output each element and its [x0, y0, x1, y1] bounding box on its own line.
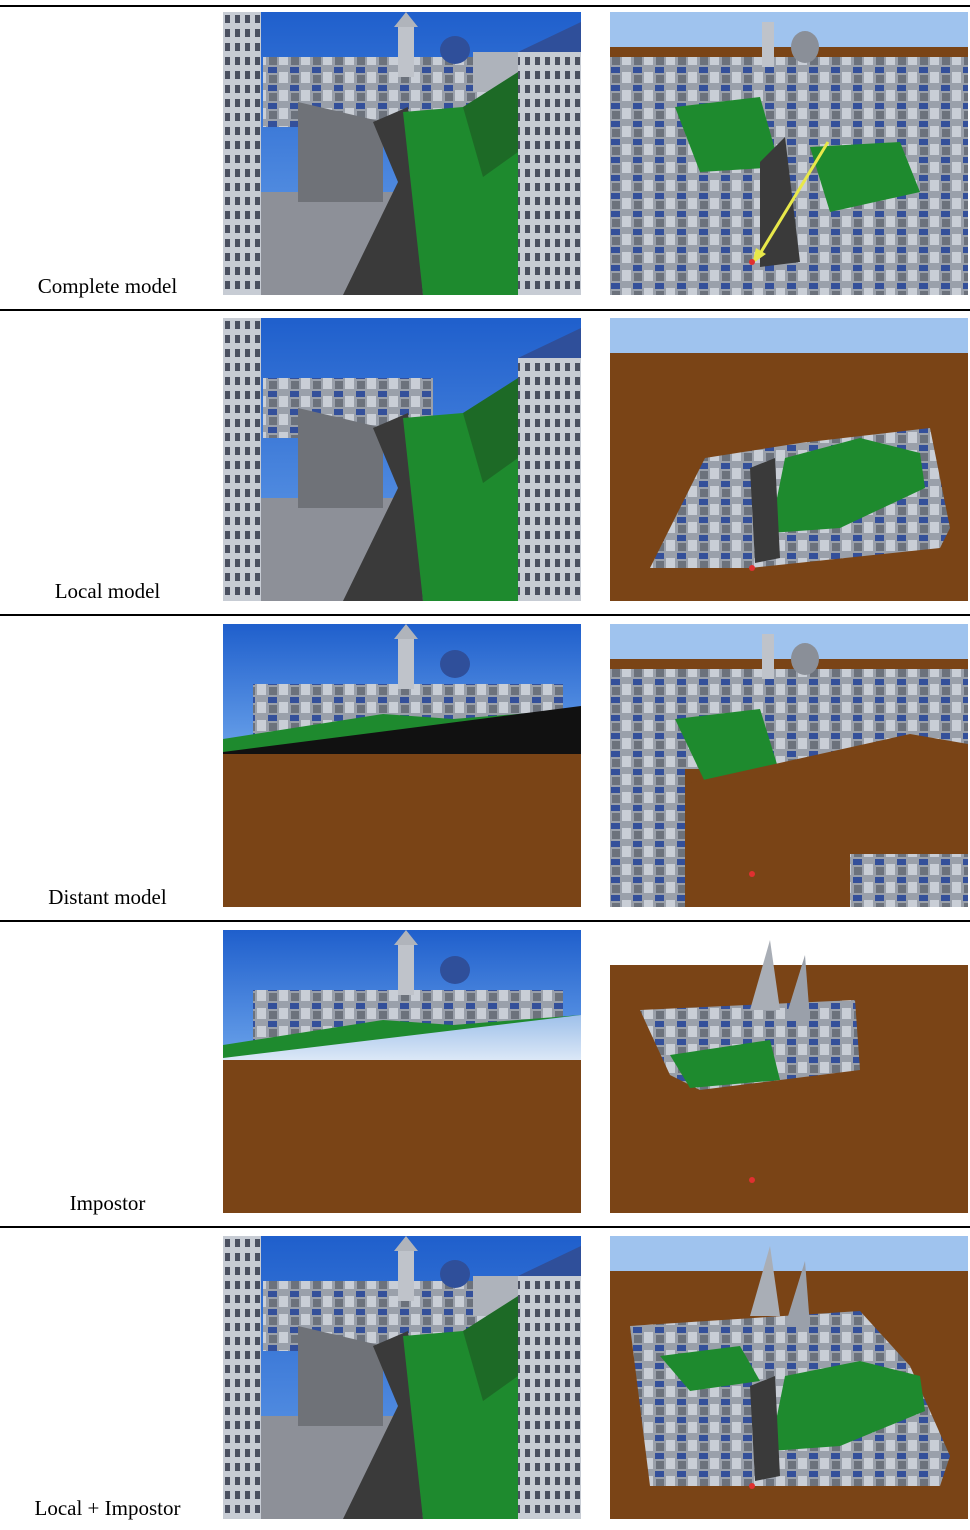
panel-aerial-complete: [610, 12, 968, 295]
panel-street-impostor: [223, 930, 581, 1213]
panel-aerial-distant: [610, 624, 968, 907]
panel-aerial-impostor: [610, 930, 968, 1213]
rule-1: [0, 309, 970, 311]
rule-top: [0, 5, 970, 7]
row-label-distant: Distant model: [48, 885, 167, 909]
panel-street-distant: [223, 624, 581, 907]
rule-3: [0, 920, 970, 922]
panel-aerial-local-impostor: [610, 1236, 968, 1519]
row-label-impostor: Impostor: [69, 1191, 146, 1215]
row-label-complete: Complete model: [37, 274, 178, 298]
panel-street-local: [223, 318, 581, 601]
row-label-local: Local model: [54, 579, 161, 603]
row-label-local-impostor: Local + Impostor: [34, 1496, 181, 1520]
panel-aerial-local: [610, 318, 968, 601]
rule-4: [0, 1226, 970, 1228]
panel-street-local-impostor: [223, 1236, 581, 1519]
rule-2: [0, 614, 970, 616]
panel-street-complete: [223, 12, 581, 295]
